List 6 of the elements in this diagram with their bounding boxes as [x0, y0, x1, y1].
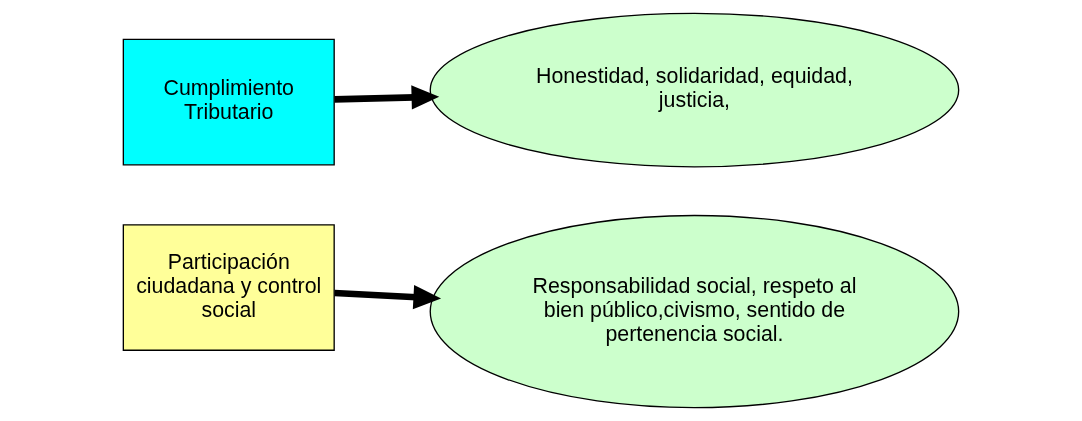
node-ellipse: Honestidad, solidaridad, equidad, justicia,	[429, 12, 960, 168]
arrow	[334, 284, 442, 310]
node-box: Participación ciudadana y control social	[122, 224, 335, 351]
node-ellipse: Responsabilidad social, respeto al bien público,civismo, sentido de pertenencia social.	[429, 214, 960, 409]
arrow	[334, 85, 440, 110]
node-box: Cumplimiento Tributario	[122, 38, 335, 166]
